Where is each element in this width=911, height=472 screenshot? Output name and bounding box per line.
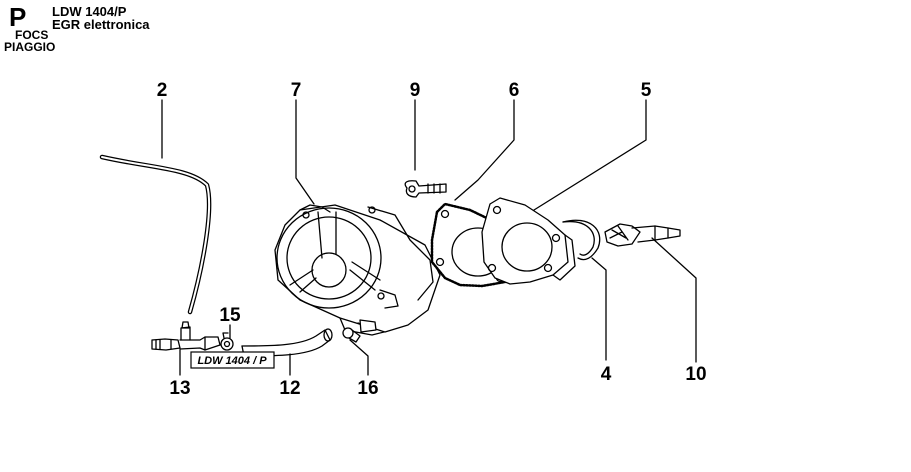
part-12-hose bbox=[241, 328, 333, 357]
callout-4: 4 bbox=[601, 364, 612, 385]
leader-lines bbox=[161, 99, 697, 376]
model-stamp: LDW 1404 / P bbox=[190, 351, 275, 369]
diagram-description: EGR elettronica bbox=[52, 17, 150, 32]
callout-9: 9 bbox=[410, 80, 421, 101]
callout-13: 13 bbox=[169, 378, 190, 399]
part-15-clamp bbox=[220, 332, 234, 351]
part-10-sensor bbox=[604, 223, 681, 247]
callout-7: 7 bbox=[291, 80, 302, 101]
section-letter: P bbox=[9, 2, 27, 32]
callout-10: 10 bbox=[685, 364, 706, 385]
callout-5: 5 bbox=[641, 80, 652, 101]
part-16-clamp bbox=[342, 319, 377, 343]
part-4-clip-ring bbox=[562, 219, 601, 261]
callout-2: 2 bbox=[157, 80, 168, 101]
callout-12: 12 bbox=[279, 378, 300, 399]
part-5-flange bbox=[481, 197, 576, 285]
callout-16: 16 bbox=[357, 378, 378, 399]
brand-line-1: FOCS bbox=[15, 28, 49, 42]
callout-15: 15 bbox=[219, 305, 241, 326]
brand-line-2: PIAGGIO bbox=[4, 40, 56, 54]
model-title: LDW 1404/P bbox=[52, 4, 127, 19]
callout-6: 6 bbox=[509, 80, 520, 101]
model-stamp-text: LDW 1404 / P bbox=[197, 355, 267, 367]
part-13-t-fitting bbox=[151, 321, 221, 351]
part-7-egr-body bbox=[274, 204, 441, 336]
part-2-cable bbox=[99, 154, 212, 315]
part-9-bolt bbox=[404, 180, 447, 198]
